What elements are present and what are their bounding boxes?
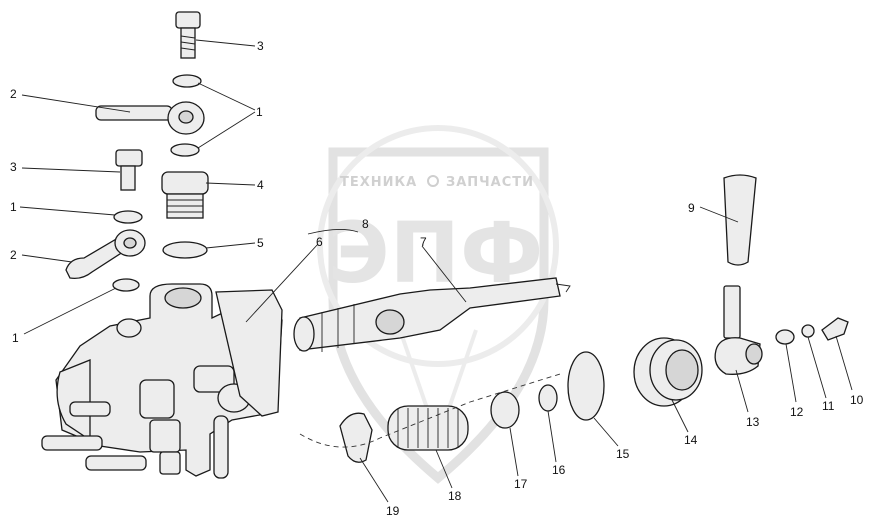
valve-spool: [293, 277, 571, 352]
callout-labels: 3 2 1 3 4 1 5 2 1 8 6 7 9 13 12 11 10 14…: [10, 39, 864, 518]
valve-body: [41, 283, 283, 479]
spring-18: [387, 405, 469, 451]
watermark-brand-right: ЗАПЧАСТИ: [446, 175, 534, 190]
callout-13: 13: [746, 415, 760, 429]
sealing-ring-5: [162, 241, 208, 259]
cover-14: [633, 337, 703, 407]
callout-2: 2: [10, 87, 17, 101]
callout-2: 2: [10, 248, 17, 262]
callout-15: 15: [616, 447, 630, 461]
callout-4: 4: [257, 178, 264, 192]
callout-16: 16: [552, 463, 566, 477]
lever-fitting: [714, 285, 763, 375]
banjo-bolt-top: [175, 11, 201, 59]
retainer-19: [339, 412, 373, 463]
leader-lines: [19, 39, 853, 503]
washer-top-1: [172, 74, 202, 88]
callout-17: 17: [514, 477, 528, 491]
callout-6: 6: [316, 235, 323, 249]
callout-1: 1: [10, 200, 17, 214]
lever-knob: [723, 174, 757, 266]
bushing-17: [490, 391, 520, 429]
callout-18: 18: [448, 489, 462, 503]
callout-1: 1: [12, 331, 19, 345]
banjo-bolt-middle: [115, 149, 143, 191]
callout-9: 9: [688, 201, 695, 215]
washer-12: [775, 329, 795, 345]
callout-12: 12: [790, 405, 804, 419]
washer-bottom: [112, 278, 140, 292]
banjo-fitting-middle: [65, 229, 146, 280]
banjo-fitting-top: [95, 101, 205, 135]
callout-5: 5: [257, 236, 264, 250]
washer-top-2: [170, 143, 200, 157]
spring-washer-11: [801, 324, 815, 338]
washer-middle: [113, 210, 143, 224]
o-ring-16: [538, 384, 558, 412]
callout-11: 11: [822, 399, 835, 413]
callout-3: 3: [10, 160, 17, 174]
callout-7: 7: [420, 235, 427, 249]
callout-3: 3: [257, 39, 264, 53]
callout-10: 10: [850, 393, 864, 407]
union-nut: [161, 171, 209, 219]
callout-8: 8: [362, 217, 369, 231]
o-ring-15: [567, 351, 605, 421]
assembly-axis: [299, 373, 561, 448]
watermark-brand-left: ТЕХНИКА: [340, 175, 417, 190]
callout-1: 1: [256, 105, 263, 119]
callout-14: 14: [684, 433, 698, 447]
gear-icon: [427, 175, 439, 187]
bolt-10: [821, 317, 849, 341]
callout-19: 19: [386, 504, 400, 518]
